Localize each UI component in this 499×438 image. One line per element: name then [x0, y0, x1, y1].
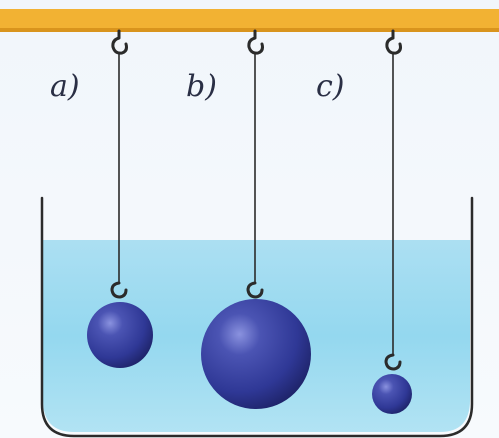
- ball-c: [372, 374, 412, 414]
- label-a: a): [50, 69, 80, 104]
- hook-bottom-a: [110, 281, 128, 299]
- ball-a: [87, 302, 153, 368]
- pendulum-c: [372, 29, 412, 414]
- hook-top-a: [111, 29, 128, 55]
- ceiling-beam-shadow: [0, 28, 499, 32]
- pendulum-a: [87, 29, 153, 368]
- ceiling-beam: [0, 9, 499, 31]
- label-b: b): [186, 69, 217, 104]
- label-c: c): [316, 69, 345, 104]
- pendulum-b: [201, 29, 311, 409]
- ball-b: [201, 299, 311, 409]
- hook-top-c: [385, 29, 402, 55]
- hook-bottom-c: [384, 353, 402, 371]
- container: [40, 196, 474, 438]
- hook-bottom-b: [246, 281, 264, 299]
- hook-top-b: [247, 29, 264, 55]
